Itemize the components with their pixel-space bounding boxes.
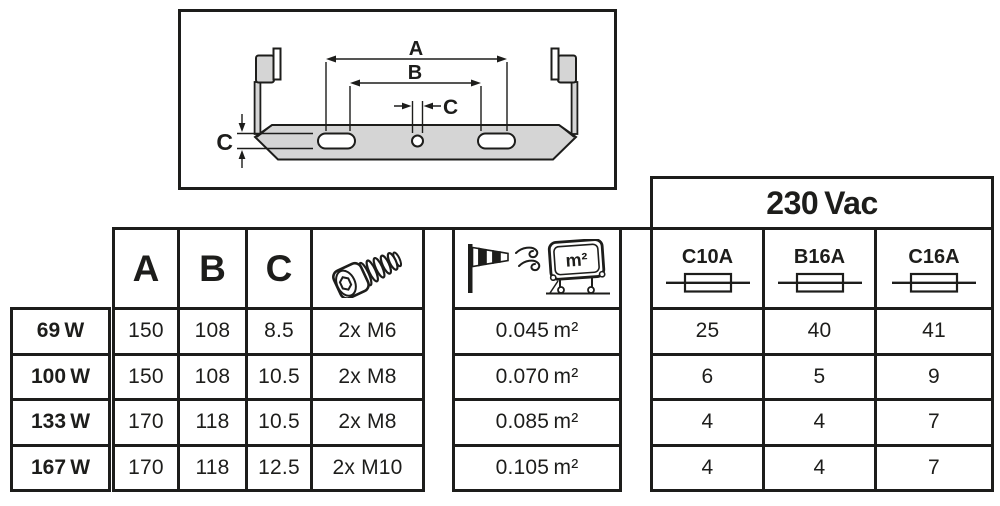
dim-c-value: 10.5 bbox=[248, 401, 310, 444]
col-header-screw bbox=[313, 230, 422, 307]
breaker-label: C10A bbox=[681, 246, 734, 268]
voltage-table: 230 Vac C10A B16A C16A 25 40 41 6 bbox=[650, 176, 994, 492]
wind-area-value: 0.085 m² bbox=[455, 401, 619, 444]
dim-label-a: A bbox=[409, 38, 423, 60]
fuse-icon bbox=[777, 272, 862, 293]
mounting-slot-right bbox=[477, 132, 516, 150]
breaker-value: 41 bbox=[877, 310, 991, 353]
dim-a-value: 170 bbox=[115, 401, 177, 444]
col-header-b: B bbox=[180, 230, 245, 307]
breaker-value: 40 bbox=[765, 310, 874, 353]
wind-swirl bbox=[518, 259, 541, 271]
power-rating-column: 69 W 100 W 133 W 167 W bbox=[10, 307, 111, 492]
dim-b-value: 118 bbox=[180, 401, 245, 444]
breaker-value: 25 bbox=[653, 310, 762, 353]
dim-c-value: 10.5 bbox=[248, 355, 310, 398]
wind-area-value: 0.070 m² bbox=[455, 355, 619, 398]
bracket-left-wall bbox=[253, 81, 262, 135]
power-rating-cell: 100 W bbox=[13, 355, 108, 398]
dim-c-value: 12.5 bbox=[248, 446, 310, 489]
fuse-icon bbox=[892, 272, 976, 293]
dim-c-value: 8.5 bbox=[248, 310, 310, 353]
screw-value: 2x M6 bbox=[313, 310, 422, 353]
screw-value: 2x M8 bbox=[313, 355, 422, 398]
wind-area-table: m² 0.045 m² 0.070 m² 0.085 m² 0.105 m² bbox=[452, 227, 622, 492]
breaker-value: 4 bbox=[653, 446, 762, 489]
screw-value: 2x M10 bbox=[313, 446, 422, 489]
breaker-value: 7 bbox=[877, 401, 991, 444]
wind-area-value: 0.045 m² bbox=[455, 310, 619, 353]
windsock-pole bbox=[468, 243, 473, 293]
centre-hole bbox=[411, 134, 424, 148]
dim-b-value: 118 bbox=[180, 446, 245, 489]
dimensions-table: A B C 150 108 8.5 2x M6 150 bbox=[112, 227, 425, 492]
breaker-header-c10a: C10A bbox=[653, 230, 762, 307]
dim-b-value: 108 bbox=[180, 355, 245, 398]
socket-head-screw-icon bbox=[331, 250, 402, 298]
bracket-right-wall bbox=[570, 81, 579, 135]
breaker-value: 5 bbox=[765, 355, 874, 398]
breaker-value: 4 bbox=[765, 401, 874, 444]
bracket-drawing: A B C C bbox=[216, 38, 579, 168]
dim-a-value: 170 bbox=[115, 446, 177, 489]
breaker-value: 6 bbox=[653, 355, 762, 398]
breaker-value: 4 bbox=[653, 401, 762, 444]
power-rating-cell: 69 W bbox=[13, 310, 108, 353]
wind-swirl bbox=[515, 246, 539, 258]
col-header-wind-area: m² bbox=[455, 230, 619, 307]
dim-label-b: B bbox=[408, 62, 422, 84]
voltage-title: 230 Vac bbox=[653, 179, 991, 227]
power-rating-cell: 167 W bbox=[13, 446, 108, 489]
col-header-c: C bbox=[248, 230, 310, 307]
breaker-value: 4 bbox=[765, 446, 874, 489]
breaker-label: B16A bbox=[793, 246, 846, 268]
area-unit-label: m² bbox=[565, 249, 588, 270]
breaker-header-b16a: B16A bbox=[765, 230, 874, 307]
breaker-header-c16a: C16A bbox=[877, 230, 991, 307]
screw-value: 2x M8 bbox=[313, 401, 422, 444]
header-rule-connector bbox=[622, 227, 650, 230]
fuse-icon bbox=[665, 272, 750, 293]
dim-label-c-hole: C bbox=[443, 96, 458, 119]
floodlight-pictogram: m² bbox=[546, 238, 610, 294]
breaker-value: 7 bbox=[877, 446, 991, 489]
wind-area-value: 0.105 m² bbox=[455, 446, 619, 489]
header-rule-connector bbox=[425, 227, 452, 230]
dim-b-value: 108 bbox=[180, 310, 245, 353]
breaker-value: 9 bbox=[877, 355, 991, 398]
dimension-diagram: A B C C bbox=[178, 9, 617, 190]
mounting-slot-left bbox=[317, 132, 356, 150]
breaker-label: C16A bbox=[908, 246, 960, 268]
dim-label-c-slot: C bbox=[216, 129, 233, 155]
power-rating-cell: 133 W bbox=[13, 401, 108, 444]
dim-a-value: 150 bbox=[115, 355, 177, 398]
dim-a-value: 150 bbox=[115, 310, 177, 353]
col-header-a: A bbox=[115, 230, 177, 307]
windsock-wind-area-icon: m² bbox=[468, 238, 610, 294]
